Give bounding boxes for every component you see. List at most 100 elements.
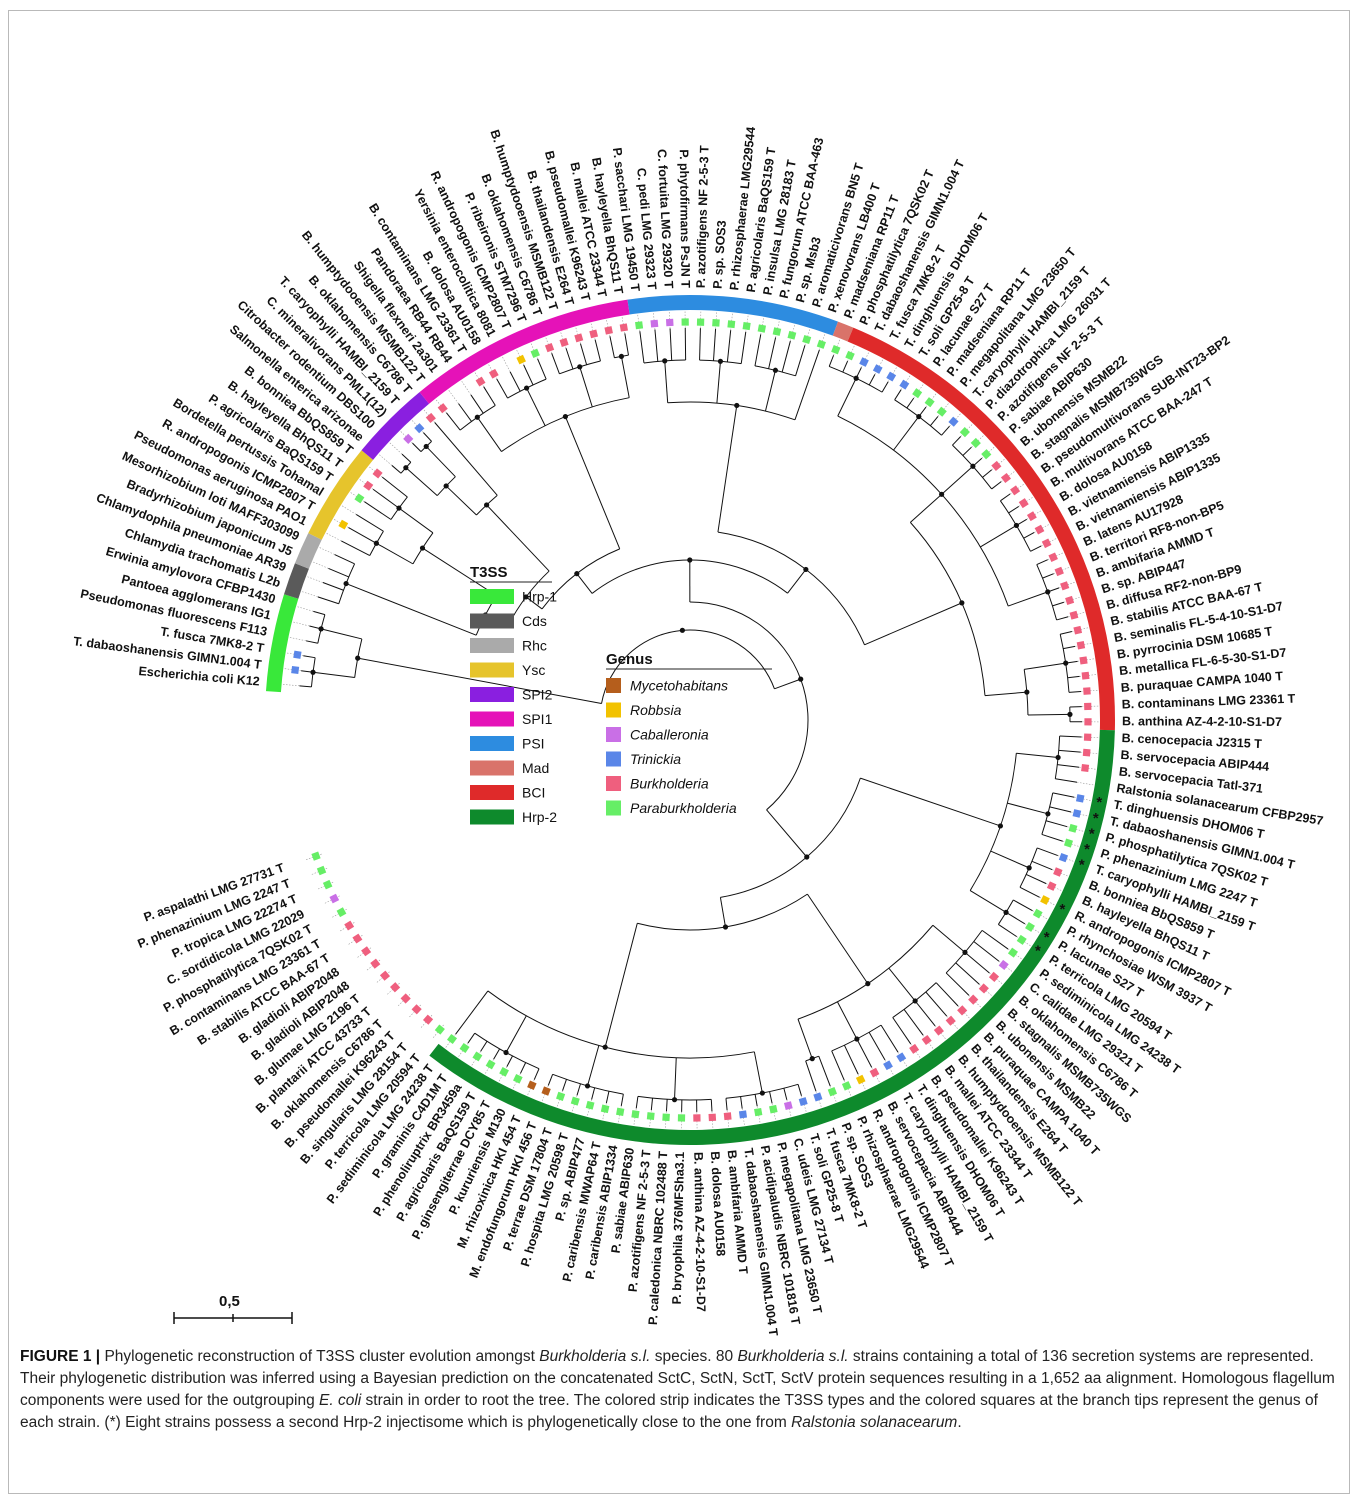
tree-branch [860, 777, 1001, 827]
legend-label-cds: Cds [522, 613, 547, 629]
tree-branch [914, 1000, 936, 1027]
tree-branch [831, 1050, 845, 1081]
tip-leader [447, 388, 459, 404]
strip-segment-spi1 [419, 299, 630, 404]
tree-branch [664, 360, 669, 403]
genus-square [361, 946, 372, 957]
caption-segment: . [957, 1414, 962, 1431]
tip-label: B. dolosa AU0158 [708, 1151, 728, 1257]
tree-branch [312, 671, 355, 679]
legend-swatch-robbsia [606, 702, 621, 718]
scale-bar-label: 0,5 [219, 1293, 240, 1310]
tip-leader [378, 453, 393, 466]
tip-leader [460, 379, 472, 396]
tree-branch [605, 1091, 610, 1104]
tree-branch [717, 405, 738, 533]
tip-leader [281, 683, 300, 687]
genus-square [1016, 934, 1027, 945]
tree-branch [774, 678, 801, 690]
tree-branch [609, 336, 615, 358]
genus-square [1068, 823, 1078, 833]
genus-square [1069, 610, 1079, 620]
tree-node [854, 1036, 860, 1042]
tree-branch [434, 422, 498, 496]
genus-square [1073, 625, 1083, 635]
tree-branch [1019, 886, 1040, 898]
tree-node [443, 483, 449, 489]
tree-branch [764, 370, 776, 412]
legend-swatch-caballeronia [606, 727, 621, 742]
tree-branch [547, 1074, 554, 1086]
genus-square [1083, 733, 1092, 741]
tree-branch [493, 1048, 501, 1060]
genus-square [813, 1092, 823, 1102]
genus-square [422, 1014, 434, 1025]
genus-square [869, 1067, 880, 1078]
tree-branch [805, 1060, 817, 1092]
genus-square [1007, 947, 1018, 958]
tree-branch [1042, 573, 1054, 579]
genus-square [600, 1104, 610, 1114]
tree-branch [591, 1087, 596, 1100]
genus-square [924, 397, 935, 408]
tree-node [523, 594, 529, 600]
tree-branch [564, 416, 621, 550]
tree-node [562, 413, 568, 420]
genus-square [1081, 763, 1090, 772]
tree-branch [1068, 690, 1081, 693]
tree-branch [929, 416, 939, 426]
tip-leader [288, 636, 307, 642]
tree-node [343, 580, 349, 587]
genus-square [322, 879, 333, 890]
tree-branch [654, 329, 659, 362]
tree-branch [458, 403, 472, 422]
genus-square [390, 982, 401, 993]
tree-branch [1052, 792, 1075, 798]
genus-square [723, 1112, 732, 1121]
tree-branch [783, 1088, 788, 1100]
tree-branch [620, 356, 630, 398]
genus-square [650, 319, 659, 328]
tree-node [584, 1083, 591, 1089]
genus-square [677, 1114, 686, 1122]
second-hrp2-star-marker: * [1096, 794, 1102, 811]
tree-node [912, 998, 918, 1004]
tree-node [318, 626, 324, 632]
tree-branch [787, 569, 807, 594]
strip-segment-hrp-1 [265, 594, 299, 693]
genus-square [316, 865, 327, 876]
tip-label: P. phytofirmans PsJN T [677, 149, 693, 288]
tree-branch [579, 366, 593, 408]
tree-node [997, 823, 1004, 829]
strip-segment-spi2 [361, 392, 430, 460]
tree-branch [650, 1098, 654, 1111]
genus-square [372, 468, 383, 479]
tree-node [1067, 711, 1073, 718]
tree-branch [980, 525, 1017, 548]
tree-branch [740, 1096, 743, 1109]
legend-label-trinickia: Trinickia [630, 751, 681, 767]
strip-segment-mad [832, 321, 854, 342]
genus-square [742, 321, 751, 331]
tree-branch [969, 890, 1007, 913]
tree-branch [467, 1032, 476, 1044]
legend-swatch-mad [470, 760, 514, 776]
tree-node [722, 924, 729, 930]
tree-branch [753, 1051, 763, 1094]
tree-branch [710, 1099, 713, 1112]
legend-label-mycetohabitans: Mycetohabitans [630, 678, 728, 694]
tree-branch [725, 1098, 728, 1111]
tree-branch [381, 476, 408, 498]
tree-branch [864, 602, 963, 646]
genus-square [1076, 641, 1086, 650]
genus-square [896, 1052, 907, 1063]
tree-branch [893, 416, 920, 451]
tree-branch [716, 361, 721, 404]
tree-branch [506, 1055, 513, 1067]
tip-label: P. sp. SOS3 [711, 220, 729, 289]
tree-branch [1057, 764, 1080, 768]
tree-branch [537, 358, 547, 380]
genus-square [400, 993, 411, 1004]
genus-square [556, 1091, 566, 1101]
genus-square [527, 1080, 537, 1090]
